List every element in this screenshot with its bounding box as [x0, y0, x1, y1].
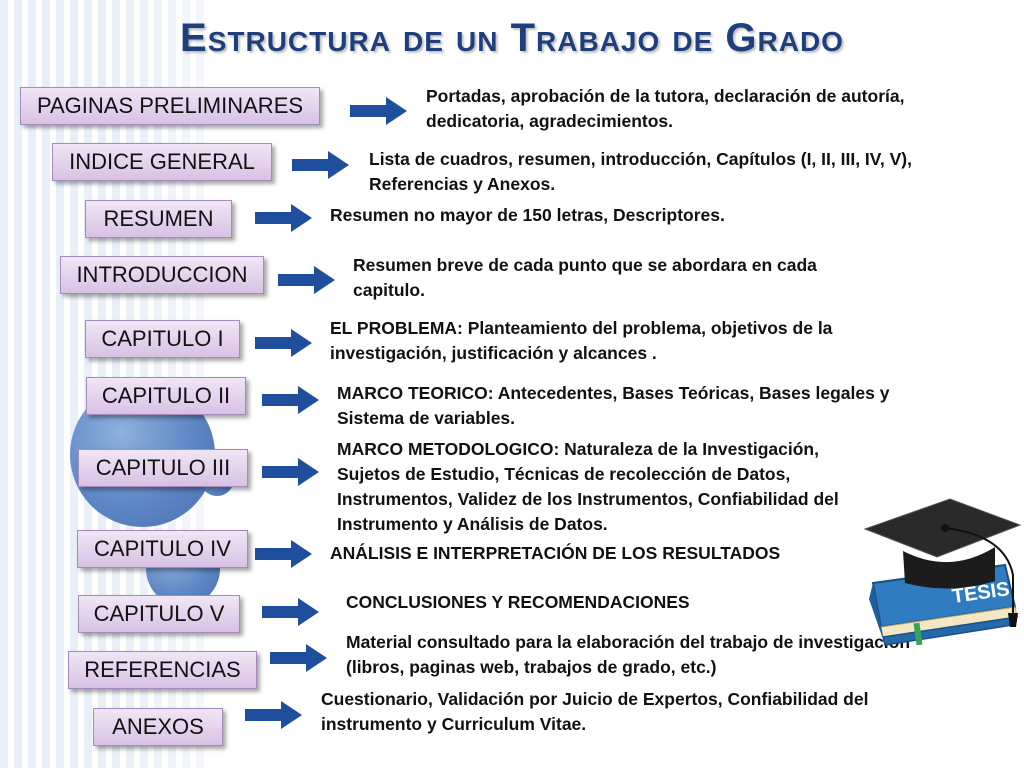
desc-capitulo-ii: MARCO TEORICO: Antecedentes, Bases Teóri… [337, 381, 889, 431]
desc-indice-general: Lista de cuadros, resumen, introducción,… [369, 147, 912, 197]
desc-paginas-preliminares: Portadas, aprobación de la tutora, decla… [426, 84, 904, 134]
desc-line: EL PROBLEMA: Planteamiento del problema,… [330, 316, 832, 341]
arrow-right-icon [255, 203, 313, 233]
desc-line: capitulo. [353, 278, 817, 303]
desc-line: Resumen no mayor de 150 letras, Descript… [330, 203, 725, 228]
desc-line: Sujetos de Estudio, Técnicas de recolecc… [337, 462, 839, 487]
desc-line: investigación, justificación y alcances … [330, 341, 832, 366]
desc-line: Sistema de variables. [337, 406, 889, 431]
desc-line: (libros, paginas web, trabajos de grado,… [346, 655, 910, 680]
desc-line: Instrumento y Análisis de Datos. [337, 512, 839, 537]
arrow-right-icon [245, 700, 303, 730]
desc-line: ANÁLISIS E INTERPRETACIÓN DE LOS RESULTA… [330, 541, 780, 566]
arrow-right-icon [262, 597, 320, 627]
desc-line: Portadas, aprobación de la tutora, decla… [426, 84, 904, 109]
arrow-right-icon [262, 385, 320, 415]
arrow-right-icon [292, 150, 350, 180]
desc-line: MARCO METODOLOGICO: Naturaleza de la Inv… [337, 437, 839, 462]
arrow-right-icon [270, 643, 328, 673]
box-introduccion: INTRODUCCION [60, 256, 264, 294]
box-paginas-preliminares: PAGINAS PRELIMINARES [20, 87, 320, 125]
box-capitulo-i: CAPITULO I [85, 320, 240, 358]
box-capitulo-v: CAPITULO V [78, 595, 240, 633]
desc-capitulo-iv: ANÁLISIS E INTERPRETACIÓN DE LOS RESULTA… [330, 541, 780, 566]
arrow-right-icon [278, 265, 336, 295]
desc-line: instrumento y Curriculum Vitae. [321, 712, 868, 737]
box-anexos: ANEXOS [93, 708, 223, 746]
arrow-right-icon [255, 328, 313, 358]
desc-capitulo-iii: MARCO METODOLOGICO: Naturaleza de la Inv… [337, 437, 839, 537]
desc-line: CONCLUSIONES Y RECOMENDACIONES [346, 590, 690, 615]
desc-introduccion: Resumen breve de cada punto que se abord… [353, 253, 817, 303]
desc-capitulo-i: EL PROBLEMA: Planteamiento del problema,… [330, 316, 832, 366]
desc-line: Resumen breve de cada punto que se abord… [353, 253, 817, 278]
desc-capitulo-v: CONCLUSIONES Y RECOMENDACIONES [346, 590, 690, 615]
desc-line: Material consultado para la elaboración … [346, 630, 910, 655]
box-resumen: RESUMEN [85, 200, 232, 238]
box-capitulo-ii: CAPITULO II [86, 377, 246, 415]
box-capitulo-iv: CAPITULO IV [77, 530, 248, 568]
arrow-right-icon [255, 539, 313, 569]
desc-line: Instrumentos, Validez de los Instrumento… [337, 487, 839, 512]
page-title: Estructura de un Trabajo de Grado [0, 16, 1024, 61]
desc-line: Referencias y Anexos. [369, 172, 912, 197]
graduation-cap-book-icon: TESIS [855, 495, 1024, 655]
arrow-right-icon [262, 457, 320, 487]
arrow-right-icon [350, 96, 408, 126]
desc-referencias: Material consultado para la elaboración … [346, 630, 910, 680]
desc-resumen: Resumen no mayor de 150 letras, Descript… [330, 203, 725, 228]
desc-line: dedicatoria, agradecimientos. [426, 109, 904, 134]
box-referencias: REFERENCIAS [68, 651, 257, 689]
desc-line: Lista de cuadros, resumen, introducción,… [369, 147, 912, 172]
desc-anexos: Cuestionario, Validación por Juicio de E… [321, 687, 868, 737]
box-capitulo-iii: CAPITULO III [78, 449, 248, 487]
desc-line: MARCO TEORICO: Antecedentes, Bases Teóri… [337, 381, 889, 406]
box-indice-general: INDICE GENERAL [52, 143, 272, 181]
desc-line: Cuestionario, Validación por Juicio de E… [321, 687, 868, 712]
